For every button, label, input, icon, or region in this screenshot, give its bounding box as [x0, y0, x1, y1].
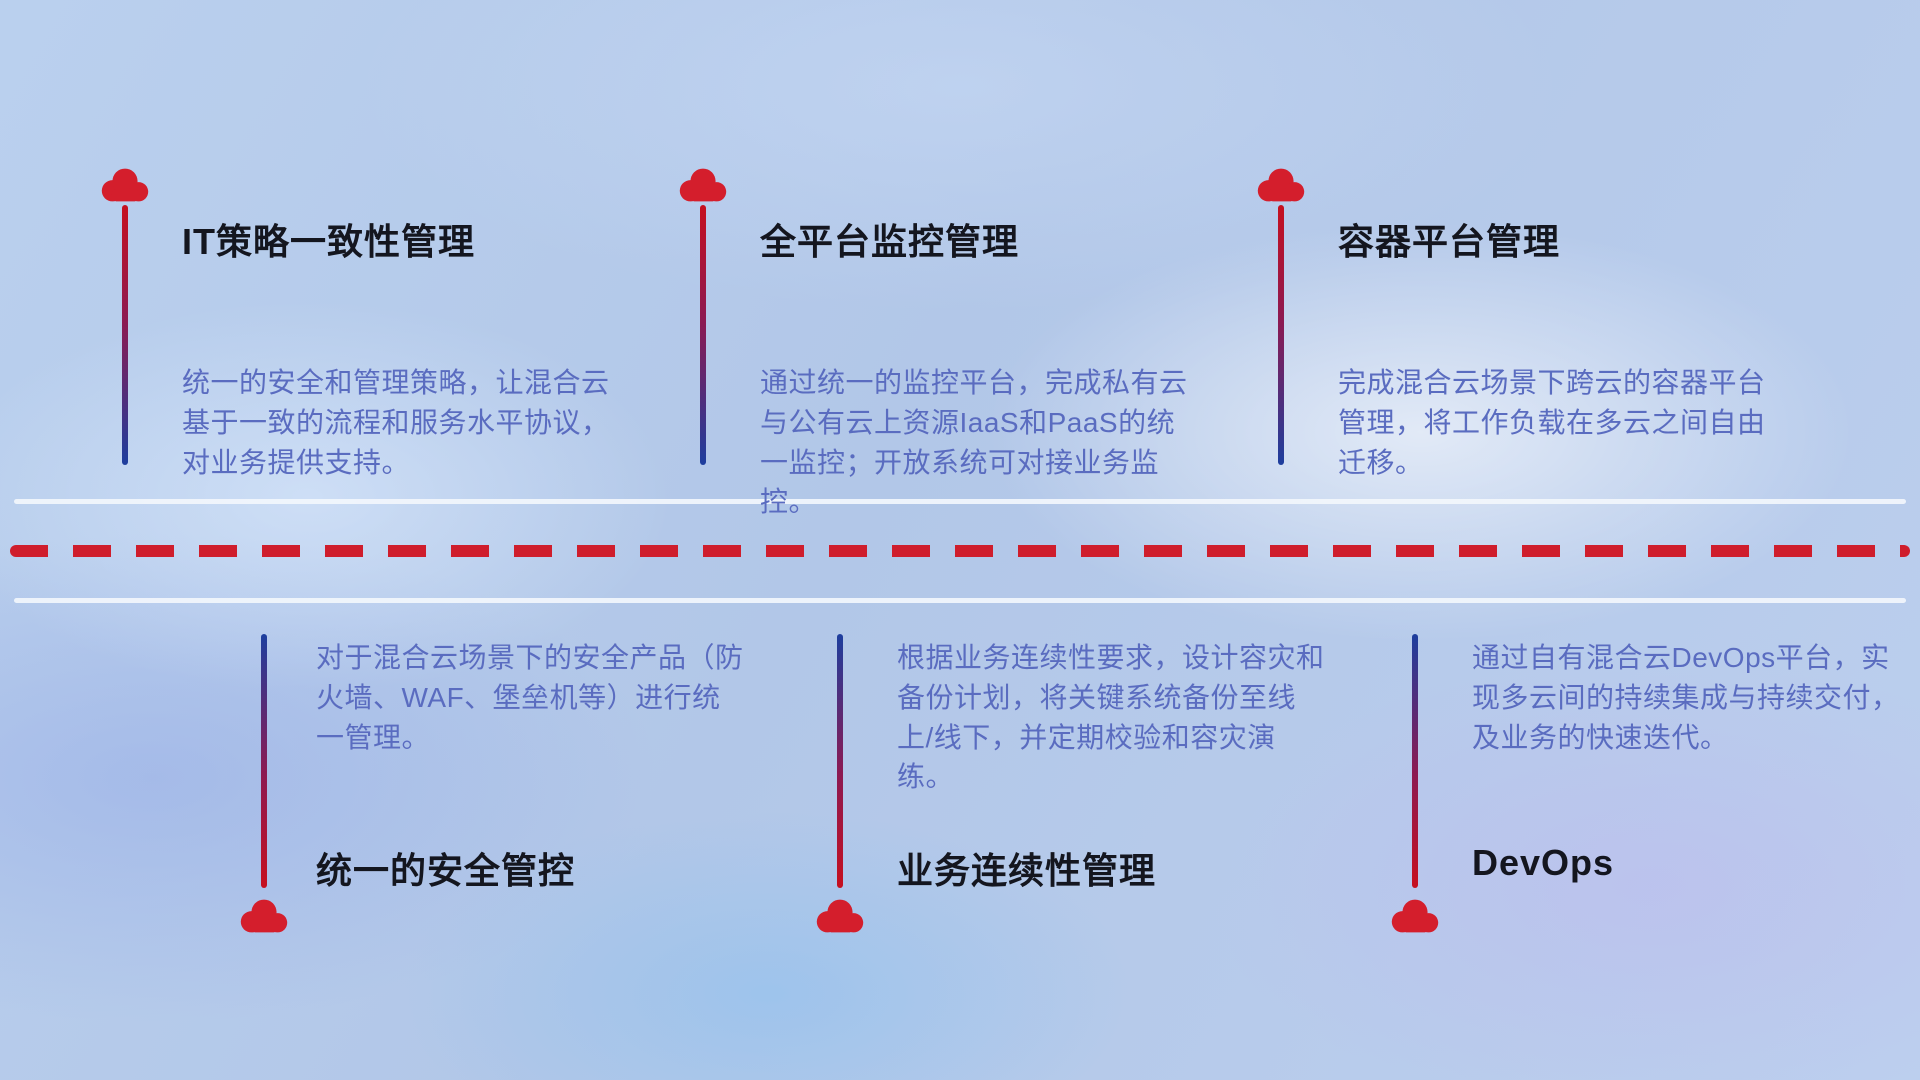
- road-lower-line: [14, 598, 1906, 603]
- connector-line: [837, 634, 843, 888]
- feature-item-business-continuity: 根据业务连续性要求，设计容灾和备份计划，将关键系统备份至线上/线下，并定期校验和…: [811, 630, 1324, 960]
- feature-title: 业务连续性管理: [897, 850, 1157, 891]
- connector-line: [122, 205, 128, 465]
- feature-title: 容器平台管理: [1338, 221, 1561, 262]
- connector-line: [1412, 634, 1418, 888]
- cloud-icon: [1252, 165, 1310, 205]
- road-upper-line: [14, 499, 1906, 504]
- feature-item-devops: 通过自有混合云DevOps平台，实现多云间的持续集成与持续交付，及业务的快速迭代…: [1386, 630, 1899, 960]
- connector-line: [700, 205, 706, 465]
- feature-item-security-control: 对于混合云场景下的安全产品（防火墙、WAF、堡垒机等）进行统一管理。 统一的安全…: [235, 630, 743, 960]
- connector-line: [261, 634, 267, 888]
- cloud-icon: [96, 165, 154, 205]
- feature-item-container-platform: 容器平台管理 完成混合云场景下跨云的容器平台管理，将工作负载在多云之间自由迁移。: [1252, 165, 1765, 485]
- feature-description: 通过自有混合云DevOps平台，实现多云间的持续集成与持续交付，及业务的快速迭代…: [1472, 642, 1900, 753]
- cloud-icon: [235, 896, 293, 936]
- cloud-icon: [674, 165, 732, 205]
- feature-description: 通过统一的监控平台，完成私有云与公有云上资源IaaS和PaaS的统一监控；开放系…: [760, 367, 1188, 518]
- feature-description: 统一的安全和管理策略，让混合云基于一致的流程和服务水平协议，对业务提供支持。: [182, 367, 610, 478]
- road-dashed-centerline: [10, 545, 1910, 557]
- feature-title: 统一的安全管控: [316, 850, 576, 891]
- feature-title: IT策略一致性管理: [182, 221, 475, 262]
- connector-line: [1278, 205, 1284, 465]
- feature-description: 对于混合云场景下的安全产品（防火墙、WAF、堡垒机等）进行统一管理。: [316, 642, 744, 753]
- feature-description: 根据业务连续性要求，设计容灾和备份计划，将关键系统备份至线上/线下，并定期校验和…: [897, 642, 1325, 793]
- cloud-icon: [811, 896, 869, 936]
- feature-description: 完成混合云场景下跨云的容器平台管理，将工作负载在多云之间自由迁移。: [1338, 367, 1766, 478]
- feature-item-monitoring: 全平台监控管理 通过统一的监控平台，完成私有云与公有云上资源IaaS和PaaS的…: [674, 165, 1187, 517]
- feature-item-it-policy: IT策略一致性管理 统一的安全和管理策略，让混合云基于一致的流程和服务水平协议，…: [96, 165, 609, 485]
- feature-title: 全平台监控管理: [760, 221, 1020, 262]
- cloud-icon: [1386, 896, 1444, 936]
- feature-title: DevOps: [1472, 842, 1615, 883]
